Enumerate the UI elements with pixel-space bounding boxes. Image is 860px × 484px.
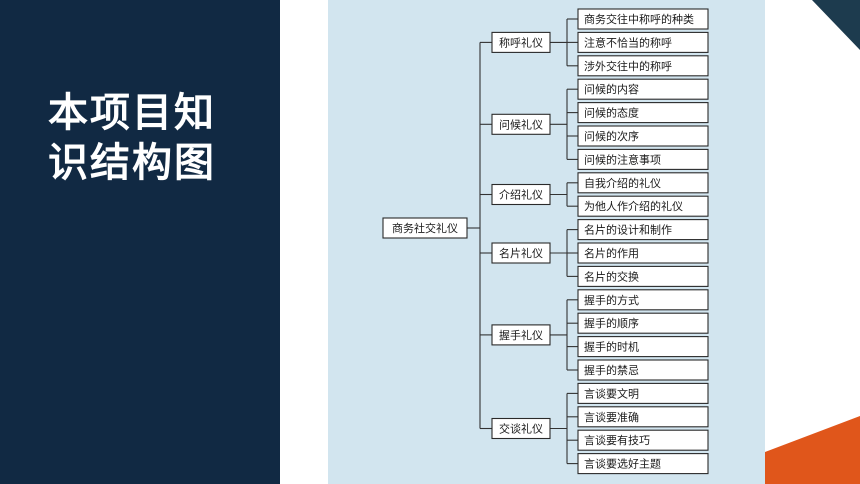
- root-label: 商务社交礼仪: [392, 221, 458, 235]
- leaf-label: 握手的顺序: [584, 316, 639, 330]
- leaf-label: 为他人作介绍的礼仪: [584, 199, 683, 213]
- leaf-node: [577, 265, 709, 287]
- leaf-label: 言谈要有技巧: [584, 433, 650, 447]
- leaf-node: [577, 172, 709, 194]
- leaf-node: [577, 8, 709, 30]
- leaf-node: [577, 336, 709, 358]
- left-panel: 本项目知 识结构图: [0, 0, 280, 484]
- leaf-label: 问候的注意事项: [584, 152, 661, 166]
- leaf-node: [577, 55, 709, 77]
- leaf-label: 名片的作用: [584, 246, 639, 260]
- root-node: [382, 217, 468, 239]
- leaf-node: [577, 195, 709, 217]
- leaf-label: 言谈要选好主题: [584, 457, 661, 471]
- category-node: [491, 242, 551, 264]
- leaf-node: [577, 289, 709, 311]
- corner-accent-orange: [765, 416, 860, 484]
- leaf-node: [577, 125, 709, 147]
- category-node: [491, 113, 551, 135]
- leaf-node: [577, 382, 709, 404]
- leaf-node: [577, 242, 709, 264]
- title-line-2: 识结构图: [48, 140, 216, 186]
- leaf-node: [577, 78, 709, 100]
- leaf-node: [577, 429, 709, 451]
- leaf-label: 涉外交往中的称呼: [584, 59, 672, 73]
- leaf-node: [577, 453, 709, 475]
- leaf-label: 名片的设计和制作: [584, 223, 672, 237]
- leaf-node: [577, 359, 709, 381]
- slide-title: 本项目知 识结构图: [48, 88, 248, 188]
- leaf-label: 问候的态度: [584, 106, 639, 120]
- leaf-node: [577, 31, 709, 53]
- leaf-node: [577, 148, 709, 170]
- category-label: 交谈礼仪: [499, 422, 543, 436]
- category-node: [491, 31, 551, 53]
- leaf-label: 注意不恰当的称呼: [584, 35, 672, 49]
- leaf-label: 言谈要准确: [584, 411, 639, 424]
- leaf-label: 握手的时机: [584, 340, 639, 354]
- category-node: [491, 324, 551, 346]
- leaf-label: 问候的内容: [584, 82, 639, 96]
- category-node: [491, 417, 551, 440]
- category-node: [491, 183, 551, 206]
- category-label: 称呼礼仪: [499, 35, 543, 49]
- category-label: 握手礼仪: [499, 328, 543, 342]
- leaf-label: 自我介绍的礼仪: [584, 176, 661, 190]
- corner-accent-dark: [812, 0, 860, 50]
- leaf-label: 握手的禁忌: [584, 363, 639, 377]
- leaf-label: 言谈要文明: [584, 386, 639, 400]
- category-label: 名片礼仪: [499, 246, 543, 260]
- leaf-node: [577, 312, 709, 334]
- category-label: 介绍礼仪: [499, 188, 543, 202]
- category-label: 问候礼仪: [499, 117, 543, 131]
- leaf-label: 商务交往中称呼的种类: [584, 12, 694, 26]
- title-line-1: 本项目知: [48, 90, 216, 136]
- leaf-node: [577, 102, 709, 124]
- leaf-node: [577, 406, 709, 428]
- leaf-label: 名片的交换: [584, 269, 639, 283]
- leaf-label: 问候的次序: [584, 129, 639, 143]
- leaf-label: 握手的方式: [584, 293, 639, 307]
- leaf-node: [577, 219, 709, 241]
